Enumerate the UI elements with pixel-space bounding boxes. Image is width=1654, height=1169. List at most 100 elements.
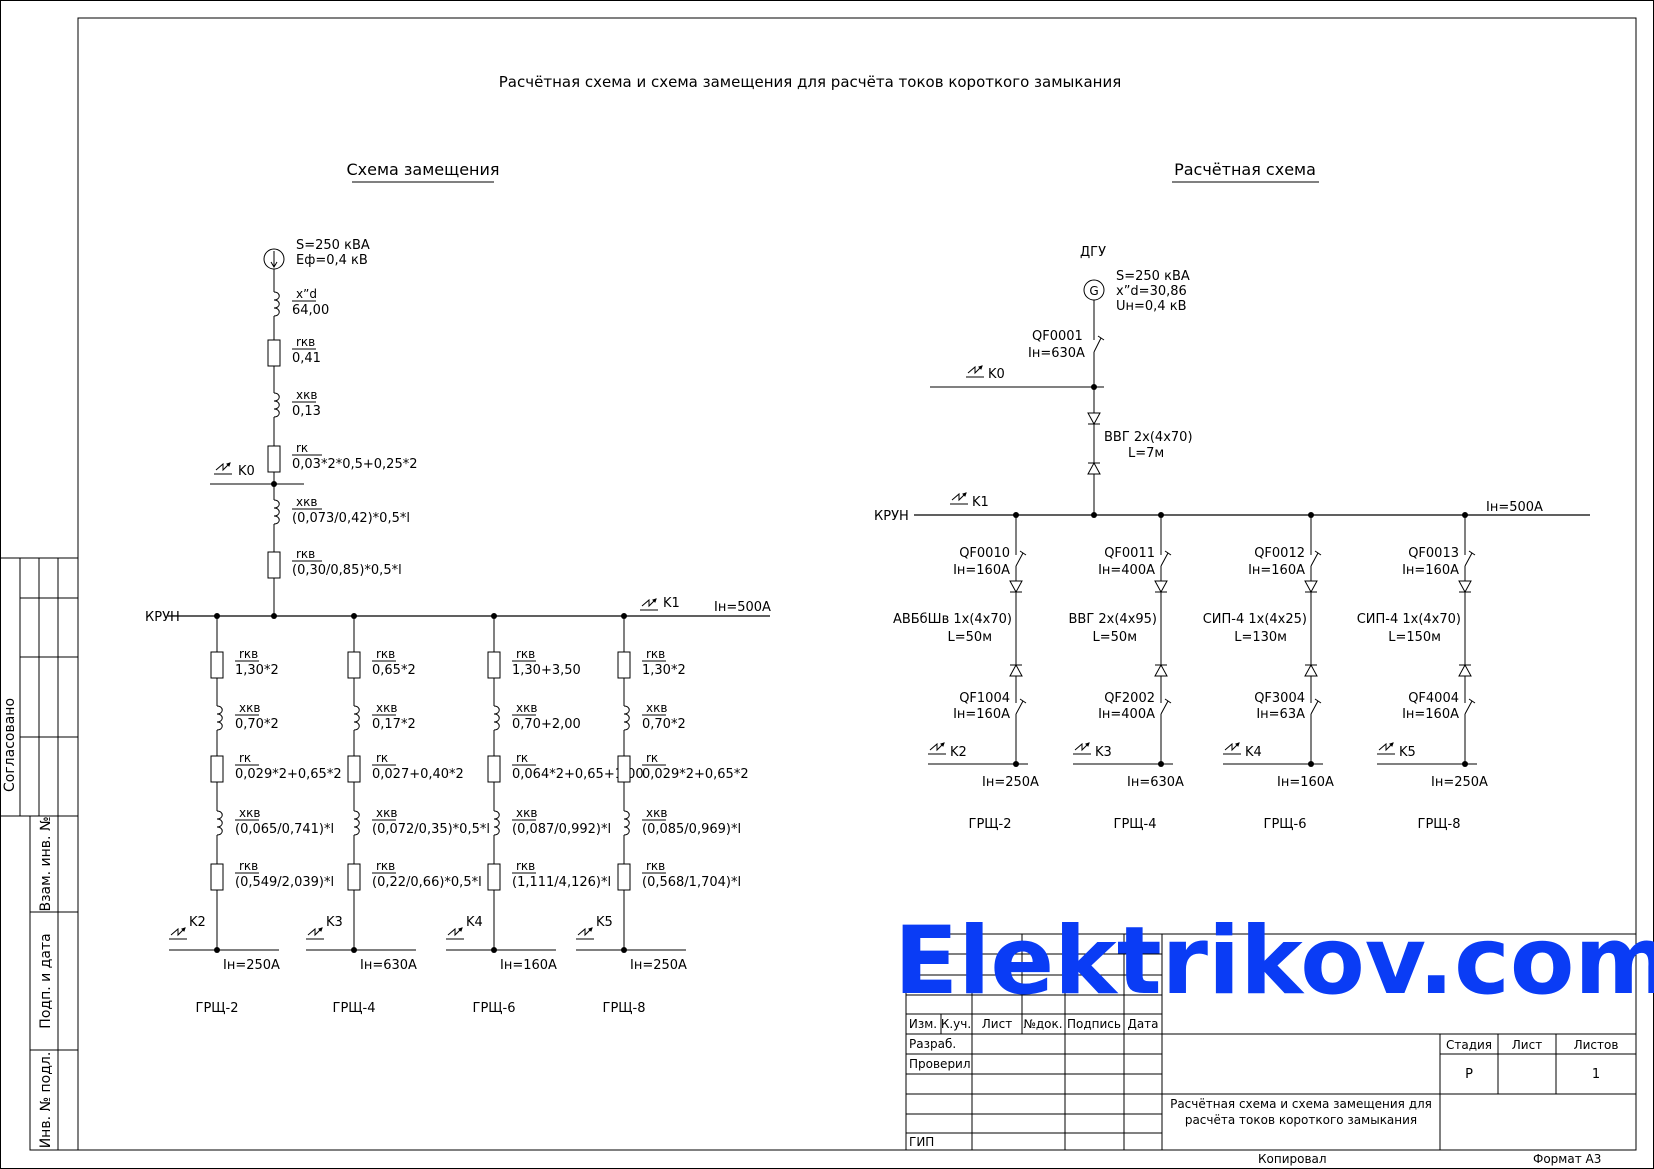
- short-circuit-arrowhead: [318, 927, 323, 932]
- stamp-stage-header: Лист: [1512, 1038, 1542, 1052]
- feeder-name: ГРЩ-4: [1114, 817, 1157, 832]
- cable-end-icon: [1087, 461, 1101, 475]
- element-label-top: xкв: [296, 495, 317, 509]
- side-stamp-label: Согласовано: [2, 698, 18, 792]
- branch-name: ГРЩ-8: [603, 1001, 646, 1016]
- right-heading: Расчётная схема: [1174, 160, 1316, 179]
- wire-gap: [273, 292, 283, 316]
- source-voltage: Eф=0,4 кВ: [296, 253, 368, 268]
- wire-gap: [353, 811, 363, 835]
- element-label-bottom: 0,70*2: [642, 717, 686, 732]
- short-circuit-icon: [1224, 742, 1240, 752]
- feeder-cable-name: СИП-4 1х(4х70): [1357, 612, 1461, 627]
- element-label-top: xкв: [646, 806, 667, 820]
- element-label-bottom: (0,085/0,969)*l: [642, 822, 741, 837]
- breaker-mark: [1468, 550, 1476, 556]
- main-breaker-current: Iн=630А: [1028, 346, 1085, 361]
- element-label-top: rкв: [376, 859, 395, 873]
- element-label-top: x”d: [296, 287, 317, 301]
- feeder-cable-length: L=150м: [1388, 630, 1441, 645]
- element-label-top: rкв: [516, 647, 535, 661]
- feeder-breaker2-name: QF2002: [1104, 691, 1155, 706]
- feeder-cable-length: L=50м: [948, 630, 992, 645]
- short-circuit-icon: [215, 462, 231, 472]
- breaker-mark: [1314, 698, 1322, 704]
- resistor-symbol: [267, 551, 281, 579]
- element-label-bottom: (1,111/4,126)*l: [512, 875, 611, 890]
- element-label-bottom: 64,00: [292, 303, 329, 318]
- resistor-symbol: [487, 651, 501, 679]
- inductor-symbol: [353, 705, 360, 731]
- cable-end-icon: [1009, 663, 1023, 677]
- branch-name: ГРЩ-2: [196, 1001, 239, 1016]
- stamp-stage-value: Р: [1465, 1067, 1473, 1082]
- feeder-breaker-name: QF0010: [959, 546, 1010, 561]
- element-label-top: xкв: [239, 701, 260, 715]
- element-label-top: rкв: [296, 335, 315, 349]
- drawing-title: Расчётная схема и схема замещения для ра…: [499, 73, 1121, 91]
- side-stamp-label: Взам. инв. №: [38, 816, 54, 911]
- cable-end-icon: [1458, 580, 1472, 594]
- short-circuit-arrowhead: [1085, 742, 1090, 747]
- bus-label: КРУН: [874, 509, 909, 524]
- element-label-top: xкв: [376, 806, 397, 820]
- short-circuit-icon: [967, 365, 983, 375]
- cable-end-icon: [1154, 580, 1168, 594]
- inductor-symbol: [216, 810, 223, 836]
- element-label-bottom: (0,065/0,741)*l: [235, 822, 334, 837]
- inductor-symbol: [493, 810, 500, 836]
- resistor-symbol: [210, 651, 224, 679]
- inductor-symbol: [493, 705, 500, 731]
- element-label-bottom: 1,30*2: [235, 663, 279, 678]
- stamp-header: К.уч.: [941, 1017, 971, 1031]
- breaker-contact: [1160, 700, 1169, 715]
- wire-gap: [493, 811, 503, 835]
- bus-current: Iн=500А: [714, 600, 771, 615]
- feeder-cable-name: АВБбШв 1х(4х70): [893, 612, 1012, 627]
- junction-dot: [1013, 761, 1019, 767]
- short-circuit-arrowhead: [978, 365, 983, 370]
- feeder-breaker2-current: Iн=160А: [1402, 707, 1459, 722]
- short-circuit-arrowhead: [181, 927, 186, 932]
- short-circuit-icon: [170, 927, 186, 937]
- cable-end-icon: [1304, 580, 1318, 594]
- inductor-symbol: [273, 499, 280, 525]
- element-label-top: xкв: [376, 701, 397, 715]
- resistor-symbol: [210, 755, 224, 783]
- stamp-title-line2: расчёта токов короткого замыкания: [1185, 1113, 1417, 1127]
- short-circuit-arrowhead: [1235, 742, 1240, 747]
- junction-dot: [351, 947, 357, 953]
- short-circuit-icon: [641, 598, 657, 608]
- element-label-top: rкв: [296, 547, 315, 561]
- short-circuit-arrowhead: [226, 462, 231, 467]
- element-label-top: rк: [646, 751, 658, 765]
- resistor-symbol: [487, 755, 501, 783]
- feeder-name: ГРЩ-2: [969, 817, 1012, 832]
- element-label-bottom: (0,073/0,42)*0,5*l: [292, 511, 410, 526]
- element-label-top: xкв: [646, 701, 667, 715]
- junction-dot: [1158, 761, 1164, 767]
- junction-dot: [271, 481, 277, 487]
- feeder-k-label: K5: [1399, 745, 1416, 760]
- element-label-bottom: 0,65*2: [372, 663, 416, 678]
- side-stamp-label: Инв. № подл.: [38, 1052, 54, 1149]
- element-label-top: rк: [516, 751, 528, 765]
- stamp-header: Дата: [1127, 1017, 1158, 1031]
- junction-dot: [1462, 761, 1468, 767]
- feeder-k-label: K3: [1095, 745, 1112, 760]
- element-label-bottom: 0,13: [292, 404, 321, 419]
- element-label-bottom: 0,70+2,00: [512, 717, 581, 732]
- element-label-bottom: 0,17*2: [372, 717, 416, 732]
- resistor-symbol: [267, 339, 281, 367]
- wire-gap: [623, 706, 633, 730]
- breaker-mark: [1468, 698, 1476, 704]
- breaker-mark: [1019, 550, 1027, 556]
- short-circuit-icon: [307, 927, 323, 937]
- feeder-current: Iн=250А: [1431, 775, 1488, 790]
- source-arrow: [270, 251, 278, 268]
- element-label-bottom: (0,549/2,039)*l: [235, 875, 334, 890]
- side-inventory-box: [29, 815, 79, 1151]
- k1-label: K1: [663, 596, 680, 611]
- element-label-bottom: 0,064*2+0,65+1,00: [512, 767, 644, 782]
- main-cable-name: ВВГ 2х(4х70): [1104, 430, 1193, 445]
